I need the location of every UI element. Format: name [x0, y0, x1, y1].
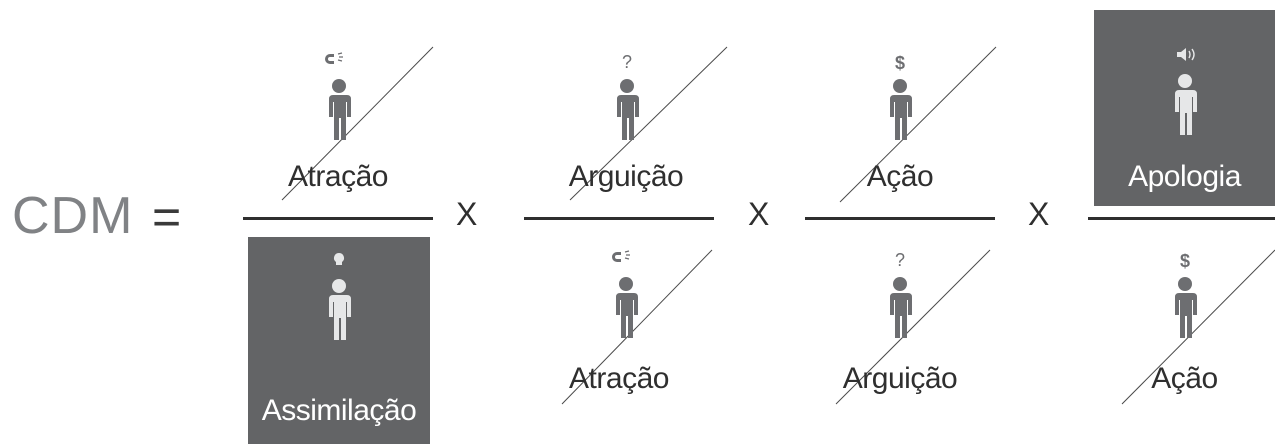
svg-text:$: $ [895, 53, 905, 73]
fraction-line-2 [524, 217, 714, 220]
fraction-line-3 [805, 217, 995, 220]
fraction-3-denominator-label: Arguição [842, 362, 958, 395]
formula-lhs: CDM [12, 187, 134, 245]
equals-sign: = [152, 189, 182, 245]
slash-den-4 [1121, 249, 1275, 405]
slash-num-2 [569, 46, 728, 201]
times-operator-1: X [456, 196, 478, 232]
person-lightbulb-icon [329, 253, 351, 340]
person-magnet-icon [612, 250, 638, 338]
person-question-icon: ? [617, 52, 639, 140]
fraction-1-denominator-label: Assimilação [261, 394, 417, 427]
fraction-line-4 [1088, 217, 1275, 220]
slash-num-1 [281, 46, 434, 201]
svg-text:$: $ [1180, 251, 1190, 271]
slash-den-2 [561, 249, 713, 405]
fraction-2-denominator-label: Atração [569, 362, 669, 395]
fraction-3-numerator-label: Ação [866, 160, 934, 193]
slash-den-3 [835, 249, 991, 405]
fraction-1-numerator-label: Atração [288, 160, 388, 193]
fraction-2-numerator-label: Arguição [568, 160, 684, 193]
assimilacao-highlight-box [248, 237, 430, 444]
fraction-4-denominator-label: Ação [1151, 362, 1218, 395]
person-magnet-icon [325, 52, 351, 140]
slash-num-3 [839, 46, 997, 203]
times-operator-2: X [748, 196, 770, 232]
svg-text:?: ? [895, 250, 905, 270]
fraction-line-1 [243, 217, 433, 220]
fraction-4-numerator-label: Apologia [1128, 160, 1241, 193]
person-dollar-icon: $ [1175, 251, 1197, 338]
person-question-icon: ? [890, 250, 912, 338]
svg-text:?: ? [622, 52, 632, 72]
person-dollar-icon: $ [890, 53, 912, 140]
person-speaker-icon [1175, 48, 1197, 135]
times-operator-3: X [1028, 196, 1050, 232]
